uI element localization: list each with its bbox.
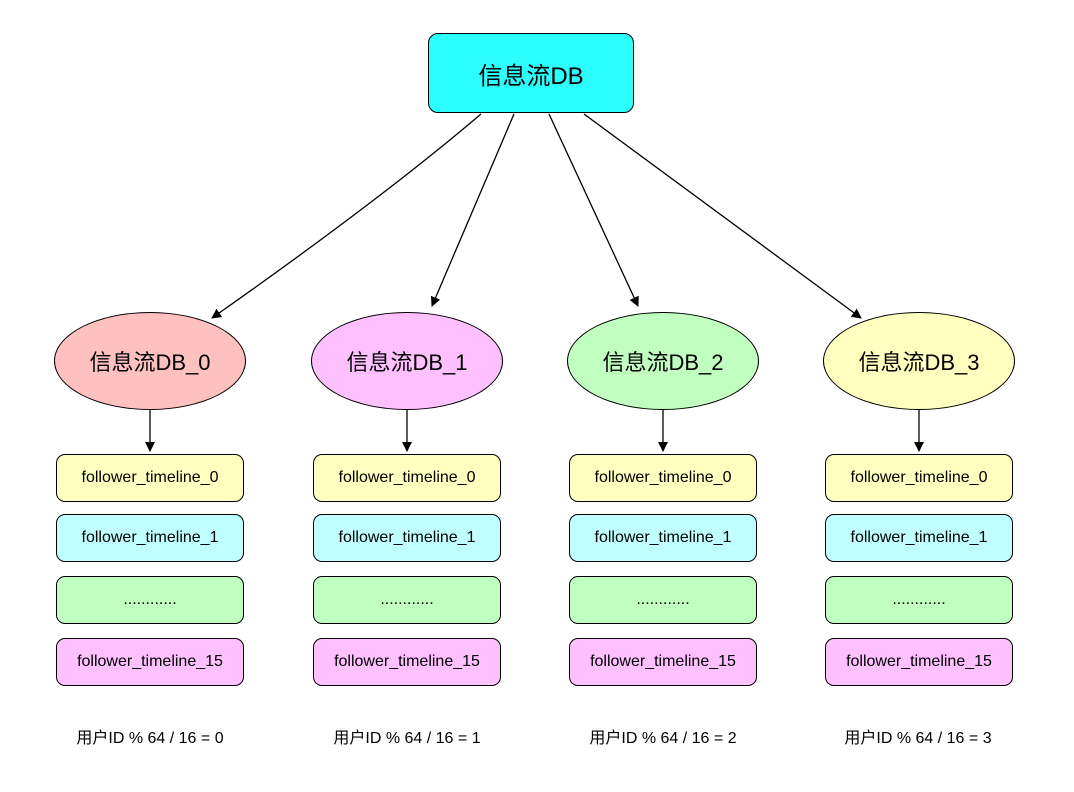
table-node-1-1: follower_timeline_1 bbox=[313, 514, 501, 562]
root-db-node: 信息流DB bbox=[428, 33, 634, 113]
table-node-3-0: follower_timeline_0 bbox=[825, 454, 1013, 502]
edge-root-to-shard-2 bbox=[548, 113, 639, 307]
shard-db-node-2: 信息流DB_2 bbox=[567, 312, 759, 410]
shard-db-node-3: 信息流DB_3 bbox=[823, 312, 1015, 410]
table-node-3-3: follower_timeline_15 bbox=[825, 638, 1013, 686]
shard-formula-1: 用户ID % 64 / 16 = 1 bbox=[333, 730, 481, 747]
shard-formula-0: 用户ID % 64 / 16 = 0 bbox=[76, 730, 224, 747]
table-node-3-2: ............ bbox=[825, 576, 1013, 624]
table-node-0-1: follower_timeline_1 bbox=[56, 514, 244, 562]
table-node-2-2: ............ bbox=[569, 576, 757, 624]
table-node-0-3: follower_timeline_15 bbox=[56, 638, 244, 686]
table-node-2-1: follower_timeline_1 bbox=[569, 514, 757, 562]
table-node-1-3: follower_timeline_15 bbox=[313, 638, 501, 686]
shard-db-node-0: 信息流DB_0 bbox=[54, 312, 246, 410]
table-node-3-1: follower_timeline_1 bbox=[825, 514, 1013, 562]
shard-db-node-1: 信息流DB_1 bbox=[311, 312, 503, 410]
table-node-1-0: follower_timeline_0 bbox=[313, 454, 501, 502]
table-node-0-2: ............ bbox=[56, 576, 244, 624]
table-node-0-0: follower_timeline_0 bbox=[56, 454, 244, 502]
table-node-2-0: follower_timeline_0 bbox=[569, 454, 757, 502]
edge-root-to-shard-1 bbox=[430, 113, 515, 307]
shard-formula-3: 用户ID % 64 / 16 = 3 bbox=[844, 730, 992, 747]
table-node-1-2: ............ bbox=[313, 576, 501, 624]
edge-root-to-shard-3 bbox=[583, 113, 862, 319]
edge-root-to-shard-0 bbox=[211, 113, 482, 319]
shard-formula-2: 用户ID % 64 / 16 = 2 bbox=[589, 730, 737, 747]
table-node-2-3: follower_timeline_15 bbox=[569, 638, 757, 686]
